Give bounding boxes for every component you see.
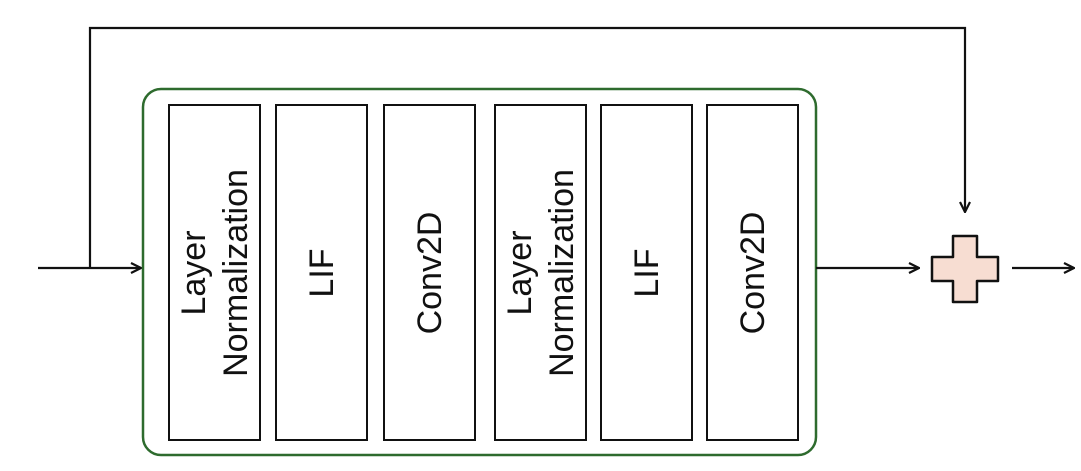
- block-container: [141, 87, 818, 457]
- conv2d-label-1: Conv2D: [410, 211, 449, 334]
- layer-normalization-block-2: Layer Normalization: [494, 104, 587, 441]
- conv2d-block-2: Conv2D: [706, 104, 799, 441]
- layer-normalization-block-1: Layer Normalization: [168, 104, 261, 441]
- layer-normalization-label-2: Layer Normalization: [500, 168, 581, 377]
- addition-plus-icon: [930, 234, 1000, 304]
- lif-block-2: LIF: [600, 104, 693, 441]
- skip-connection: [88, 26, 965, 268]
- lif-label-1: LIF: [302, 247, 341, 298]
- conv2d-block-1: Conv2D: [383, 104, 476, 441]
- lif-label-2: LIF: [627, 247, 666, 298]
- conv2d-label-2: Conv2D: [733, 211, 772, 334]
- layer-normalization-label-1: Layer Normalization: [174, 168, 255, 377]
- lif-block-1: LIF: [275, 104, 368, 441]
